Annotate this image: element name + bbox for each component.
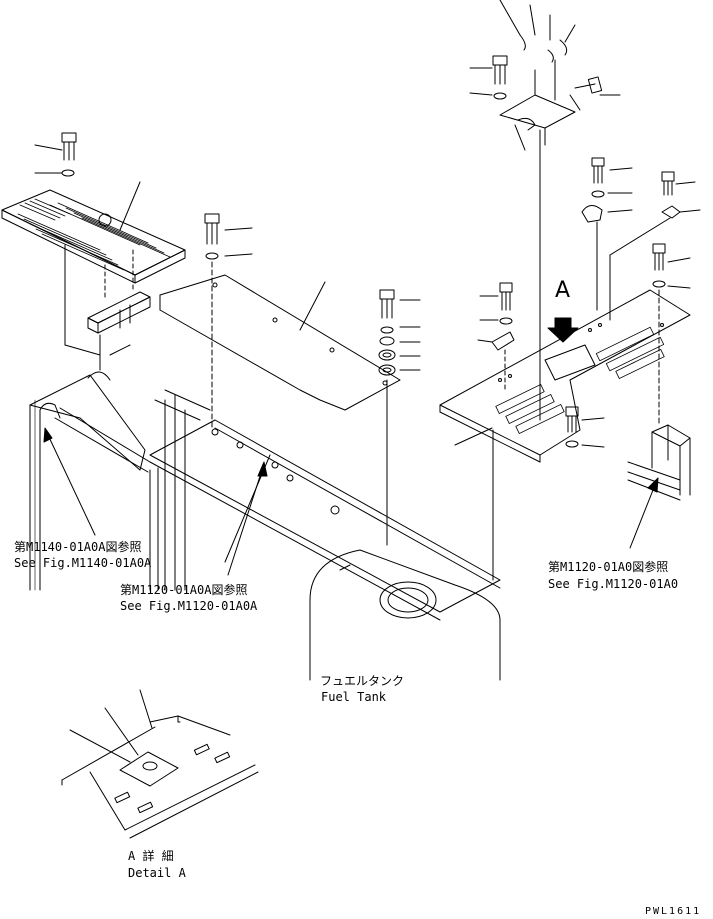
grommet-icon: [378, 364, 421, 376]
washer-icon: [565, 440, 605, 448]
bolt-icon: [591, 157, 633, 184]
center-cover-plate: [159, 274, 401, 411]
washer-icon: [479, 317, 513, 325]
left-reference-jp: 第M1140-01A0A図参照: [14, 540, 142, 554]
bolt-icon: [565, 406, 605, 433]
vent-slots: [495, 326, 665, 434]
hinge-bracket-assembly: [499, 0, 581, 421]
right-engine-cover: [439, 289, 691, 463]
washer-icon: [652, 280, 691, 289]
bolt-icon: [661, 171, 696, 196]
right-frame-structure: [627, 424, 691, 501]
bolt-icon: [204, 213, 253, 245]
washer-icon: [205, 252, 253, 260]
fuel-tank: [309, 549, 501, 681]
drawing-code: PWL1611: [645, 906, 702, 917]
right-reference-en: See Fig.M1120-01A0: [548, 577, 679, 591]
detail-title-jp: A 詳 細: [128, 849, 174, 863]
reference-arrow-right: [629, 477, 659, 549]
detail-title-en: Detail A: [128, 866, 186, 880]
left-frame-structure: [29, 344, 186, 591]
reference-arrow-center: [227, 461, 268, 576]
bolt-icon: [479, 282, 513, 311]
bolt-icon: [652, 243, 691, 271]
bolt-icon: [34, 132, 77, 161]
clip-icon: [477, 331, 515, 391]
fuel-tank-label-en: Fuel Tank: [321, 690, 387, 704]
bolt-icon: [379, 289, 421, 319]
fuel-tank-label-jp: フュエルタンク: [320, 674, 405, 688]
left-reference-en: See Fig.M1140-01A0A: [14, 556, 152, 570]
clip-icon: [581, 205, 633, 311]
reference-arrow-left: [43, 427, 96, 536]
bolt-icon: [574, 76, 621, 96]
bolt-icon: [469, 55, 508, 85]
view-arrow-icon: [547, 317, 579, 343]
washer-icon: [591, 190, 633, 198]
left-grating-cover: [1, 181, 186, 371]
view-marker-label: A: [555, 278, 571, 303]
washer-icon: [34, 169, 75, 177]
washer-icon: [469, 92, 507, 100]
washer-icon: [379, 336, 421, 346]
right-reference-jp: 第M1120-01A0図参照: [548, 560, 669, 574]
detail-a-view: [61, 689, 259, 839]
clip-icon: [609, 205, 701, 321]
center-reference-en: See Fig.M1120-01A0A: [120, 599, 258, 613]
center-reference-jp: 第M1120-01A0A図参照: [120, 583, 248, 597]
grommet-icon: [378, 349, 421, 361]
washer-icon: [380, 326, 421, 334]
